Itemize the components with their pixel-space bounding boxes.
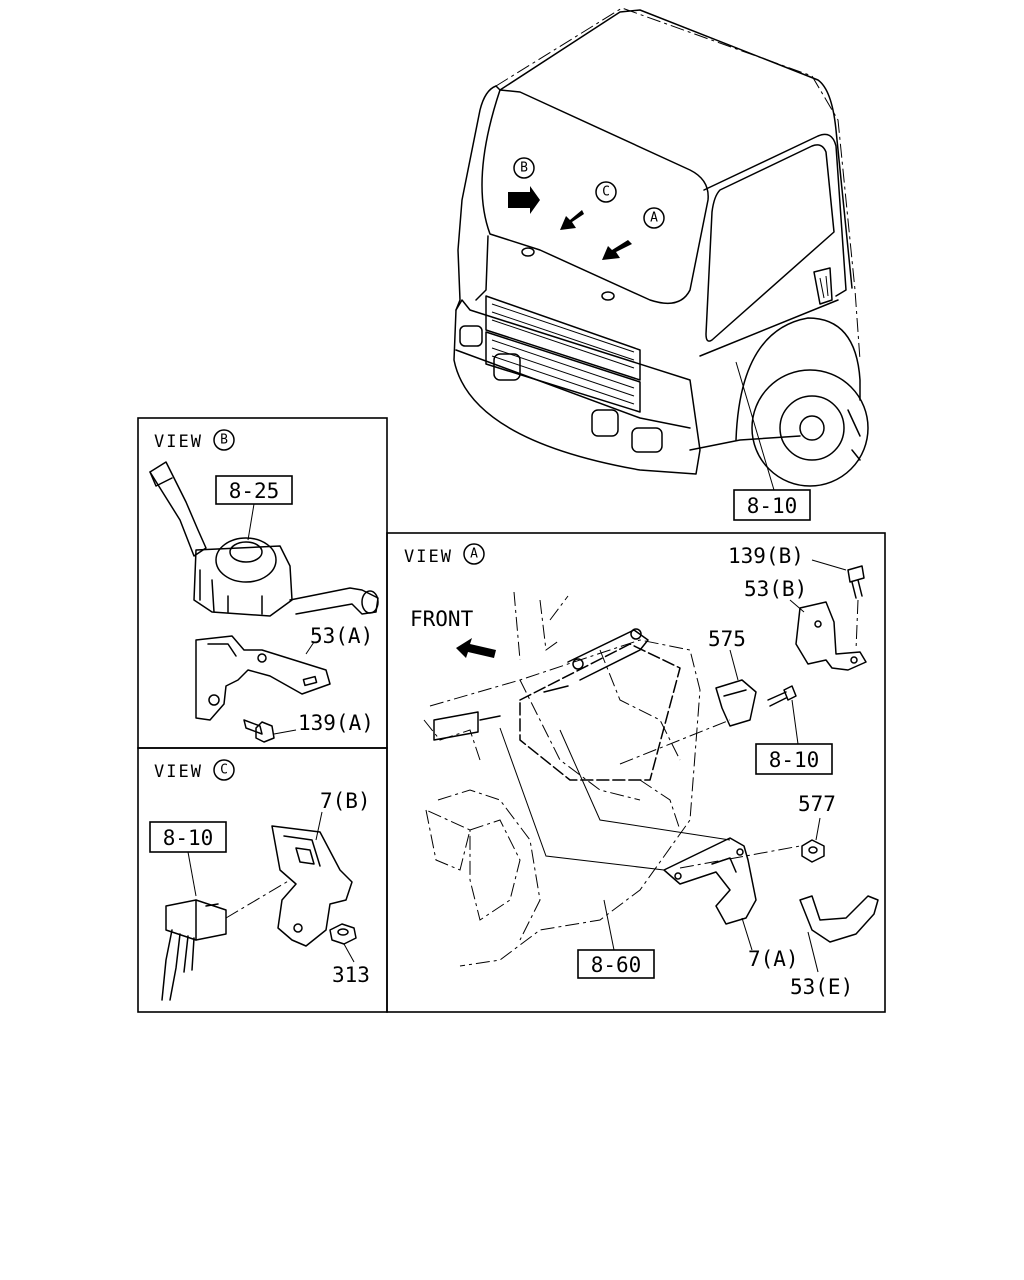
cab-arrow-letter-c: C	[602, 185, 610, 200]
view-b-panel: VIEW B 8-25 53(A)	[137, 417, 388, 749]
part-313: 313	[332, 963, 370, 987]
view-a-ref-box-810	[755, 743, 833, 775]
bolt-139a-drawing	[243, 719, 275, 743]
bracket-53a-drawing	[195, 635, 331, 721]
part-53e: 53(E)	[790, 975, 853, 999]
view-b-ref-box	[215, 475, 293, 505]
view-c-arrow	[560, 210, 584, 230]
view-c-word: VIEW	[154, 762, 203, 782]
part-7a: 7(A)	[748, 947, 799, 971]
view-a-ref-label-860: 8-60	[591, 953, 642, 977]
screw-drawing	[767, 685, 797, 707]
part-7b: 7(B)	[320, 789, 371, 813]
cab-ref-box	[733, 489, 811, 521]
part-577: 577	[798, 792, 836, 816]
bracket-53e-drawing	[799, 895, 879, 943]
view-b-word: VIEW	[154, 432, 203, 452]
circle-c	[595, 181, 617, 203]
view-c-ref-box	[149, 821, 227, 853]
part-139a: 139(A)	[298, 711, 374, 735]
view-a-word: VIEW	[404, 547, 453, 567]
view-b-ref-label: 8-25	[229, 479, 280, 503]
bolt-139b-drawing	[847, 565, 865, 599]
part-53a: 53(A)	[310, 624, 373, 648]
dashboard-structure-drawing	[423, 591, 701, 967]
cab-arrow-letter-a: A	[650, 211, 658, 226]
control-unit-drawing	[433, 628, 681, 781]
bracket-7a-drawing	[663, 837, 757, 925]
front-label: FRONT	[410, 607, 474, 631]
view-c-letter: C	[220, 763, 228, 778]
view-c-panel: VIEW C 8-10 7(B) 313	[137, 747, 388, 1013]
view-b-arrow	[508, 186, 540, 214]
truck-cab-illustration: B C A 8-10	[453, 7, 869, 521]
part-139b: 139(B)	[728, 544, 804, 568]
connector-harness-drawing	[161, 899, 227, 1001]
nut-577-drawing	[801, 839, 825, 863]
front-arrow	[456, 638, 496, 658]
cab-arrow-letter-b: B	[520, 161, 528, 176]
view-a-letter: A	[470, 547, 478, 562]
part-575: 575	[708, 627, 746, 651]
view-a-ref-box-860	[577, 949, 655, 979]
bracket-7b-drawing	[271, 825, 353, 947]
view-a-panel: VIEW A FRONT	[386, 532, 886, 1013]
circle-b	[513, 157, 535, 179]
view-a-ref-label-810: 8-10	[769, 748, 820, 772]
view-c-ref-label: 8-10	[163, 826, 214, 850]
nut-313-drawing	[329, 923, 357, 945]
cab-ref-label: 8-10	[747, 494, 798, 518]
view-b-letter: B	[220, 433, 228, 448]
view-a-arrow	[602, 240, 632, 260]
part-53b: 53(B)	[744, 577, 807, 601]
clip-575-drawing	[715, 679, 757, 727]
combination-switch-drawing	[149, 461, 379, 617]
circle-a	[643, 207, 665, 229]
bracket-53b-drawing	[795, 601, 867, 671]
